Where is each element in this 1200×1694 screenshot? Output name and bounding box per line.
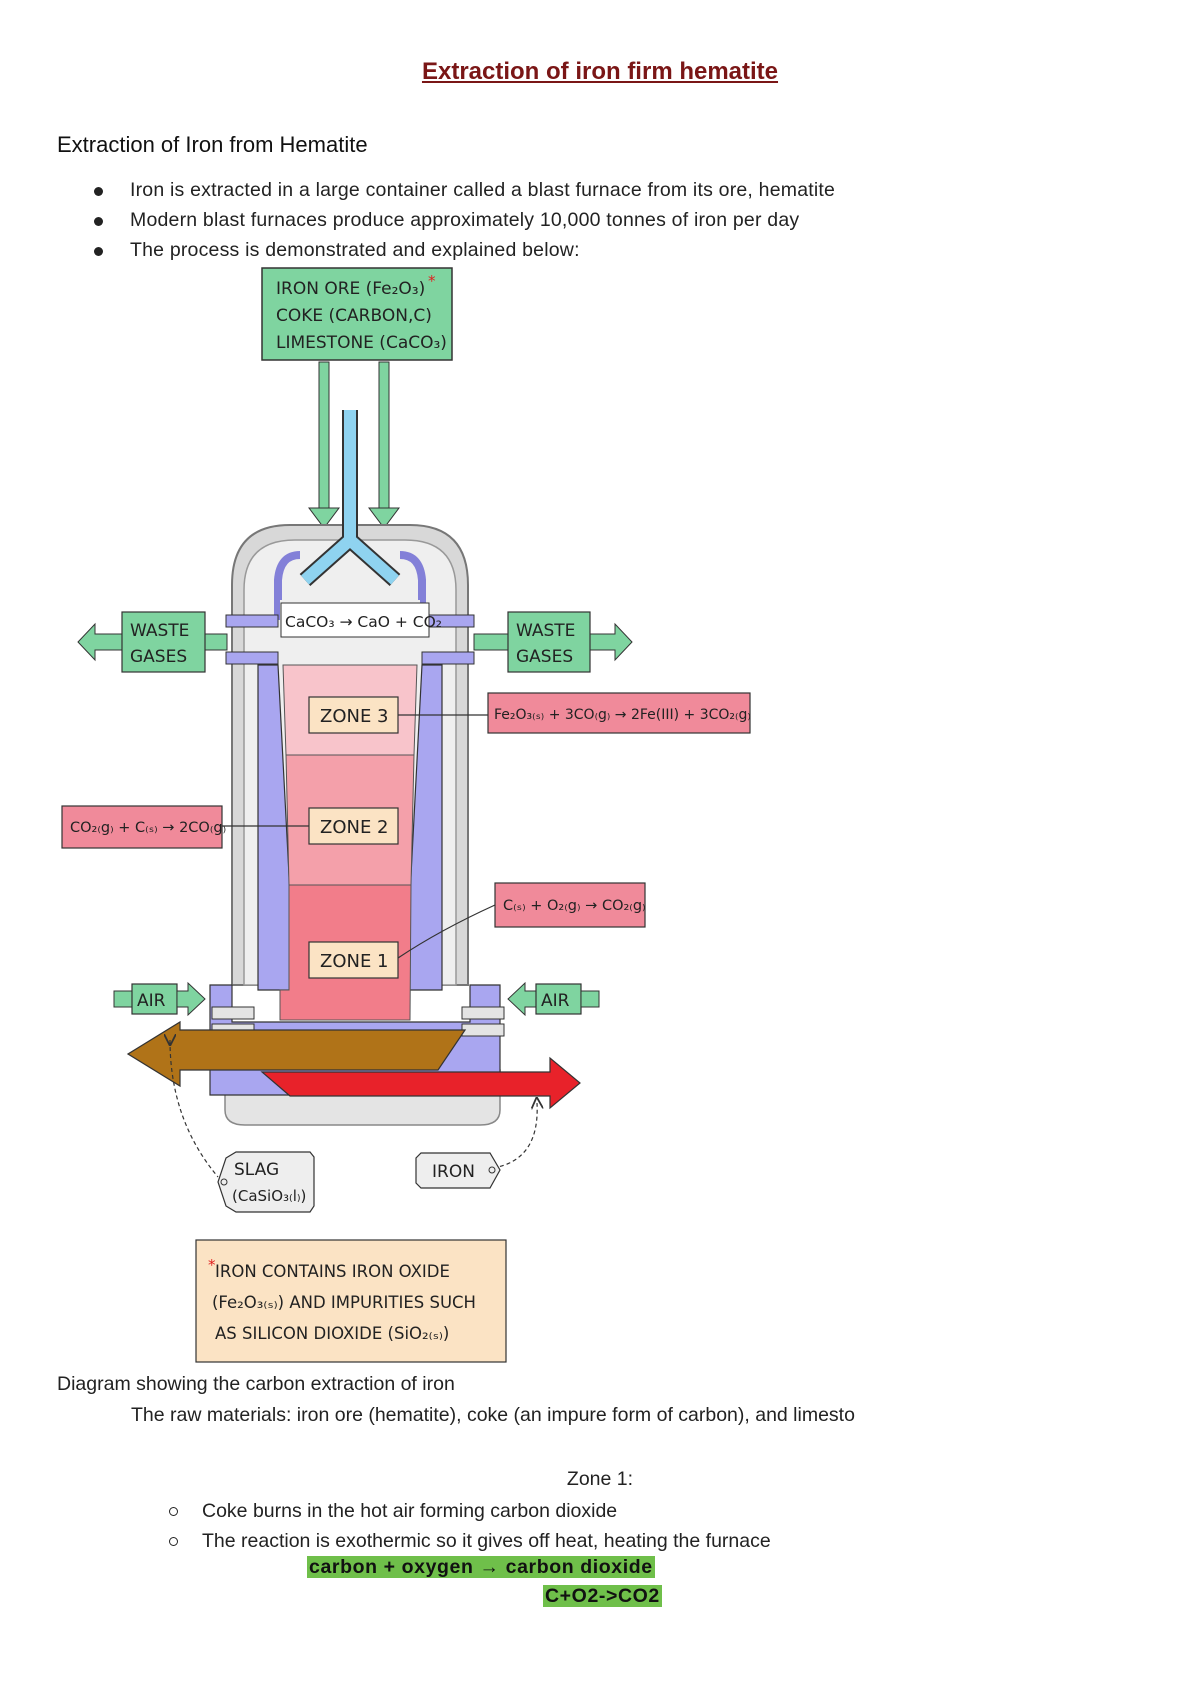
intro-bullet-list: Iron is extracted in a large container c… [92, 175, 835, 265]
zone-3-label: ZONE 3 [320, 706, 389, 727]
air-label: AIR [137, 991, 166, 1011]
furnace-lining [404, 664, 443, 991]
waste-gases-label: WASTE [130, 621, 189, 641]
note-line: AS SILICON DIOXIDE (SiO₂₍ₛ₎) [215, 1324, 449, 1343]
zone-3-reaction-box [487, 692, 751, 734]
zone-2-reaction-box [61, 805, 223, 849]
section-heading: Extraction of Iron from Hematite [57, 132, 368, 157]
raw-materials-box [261, 267, 453, 361]
note-line: IRON CONTAINS IRON OXIDE [215, 1262, 450, 1281]
slag-tag [217, 1151, 315, 1213]
raw-material-label: LIMESTONE (CaCO₃) [276, 333, 447, 353]
iron-label: IRON [432, 1162, 475, 1182]
zone-1-bullet-list: Coke burns in the hot air forming carbon… [165, 1496, 771, 1556]
iron-tag [415, 1152, 501, 1189]
bullet-item: Modern blast furnaces produce approximat… [92, 205, 835, 235]
bullet-item: The reaction is exothermic so it gives o… [165, 1526, 771, 1556]
note-box [195, 1239, 507, 1363]
zone-2-reaction-label: CO₂₍g₎ + C₍ₛ₎ → 2CO₍g₎ [70, 820, 226, 836]
bullet-item: The process is demonstrated and explaine… [92, 235, 835, 265]
zone-1-box [308, 941, 399, 979]
air-inlet-arrow-left [113, 981, 206, 1017]
raw-materials-text: The raw materials: iron ore (hematite), … [131, 1404, 855, 1426]
zone-1-label: ZONE 1 [320, 951, 389, 972]
slag-formula: (CaSiO₃₍l₎) [232, 1187, 306, 1205]
asterisk-mark: * [208, 1256, 216, 1274]
zone-2-label: ZONE 2 [320, 817, 389, 838]
air-label: AIR [541, 991, 570, 1011]
diagram-caption: Diagram showing the carbon extraction of… [57, 1373, 455, 1395]
air-inlet-arrow-right [507, 981, 600, 1017]
symbol-equation: C+O2->CO2 [543, 1585, 662, 1607]
iron-outflow-arrow [260, 1056, 581, 1110]
zone-1-reaction-label: C₍ₛ₎ + O₂₍g₎ → CO₂₍g₎ [503, 898, 646, 914]
zone-1-heading: Zone 1: [566, 1468, 634, 1490]
feed-arrow [368, 361, 400, 529]
waste-gases-box [121, 611, 206, 673]
asterisk-mark: * [428, 272, 436, 290]
raw-material-label: COKE (CARBON,C) [276, 306, 432, 326]
slag-label: SLAG [234, 1160, 279, 1180]
zone-3-reaction-label: Fe₂O₃₍ₛ₎ + 3CO₍g₎ → 2Fe(III) + 3CO₂₍g₎ [494, 707, 751, 723]
zone-2-box [308, 807, 399, 845]
waste-gases-label: WASTE [516, 621, 575, 641]
slag-outflow-arrow [126, 1020, 467, 1088]
waste-gases-label: GASES [516, 647, 573, 667]
zone-3-box [308, 696, 399, 734]
bullet-item: Iron is extracted in a large container c… [92, 175, 835, 205]
limestone-reaction-box [280, 602, 430, 638]
word-equation: carbon + oxygen → carbon dioxide [307, 1556, 655, 1578]
waste-gases-box [507, 611, 591, 673]
waste-gases-label: GASES [130, 647, 187, 667]
feed-arrow [308, 361, 340, 529]
zone-1-reaction-box [494, 882, 646, 928]
bullet-item: Coke burns in the hot air forming carbon… [165, 1496, 771, 1526]
document-title: Extraction of iron firm hematite [421, 58, 779, 85]
note-line: (Fe₂O₃₍ₛ₎) AND IMPURITIES SUCH [212, 1293, 476, 1312]
blast-furnace-diagram: IRON ORE (Fe₂O₃) * COKE (CARBON,C) LIMES… [61, 267, 751, 1363]
limestone-reaction-label: CaCO₃ → CaO + CO₂ [285, 613, 442, 631]
raw-material-label: IRON ORE (Fe₂O₃) [276, 279, 425, 299]
